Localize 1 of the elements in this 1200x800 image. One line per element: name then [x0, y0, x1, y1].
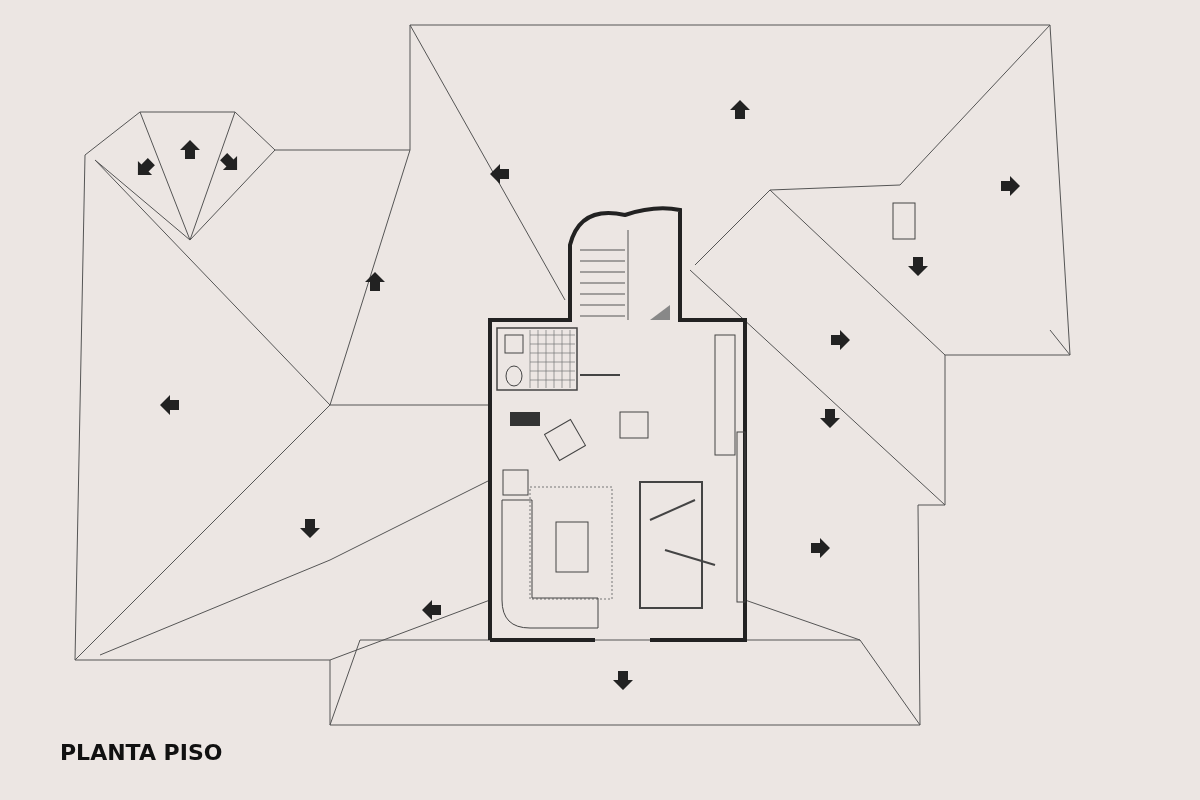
- plan-title: PLANTA PISO: [60, 740, 223, 765]
